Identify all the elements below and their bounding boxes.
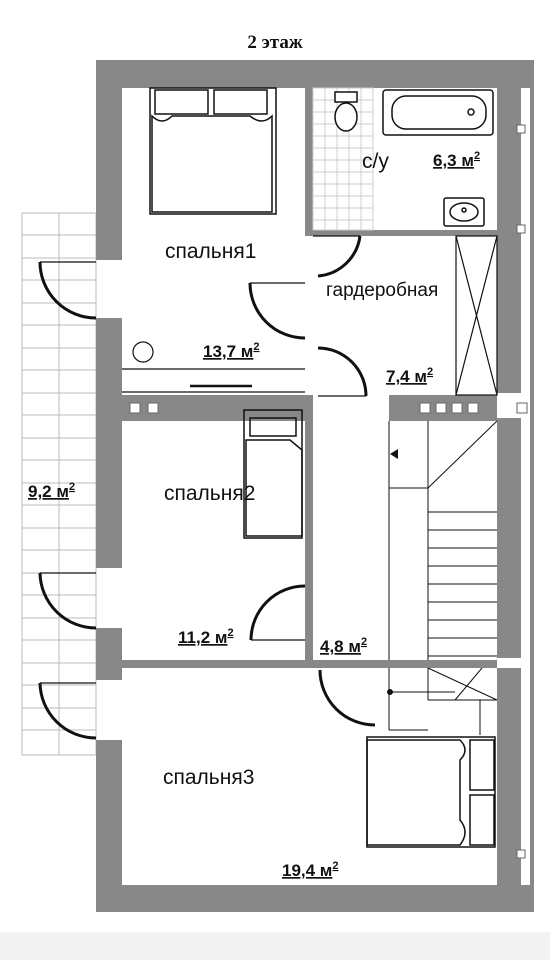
walls (96, 60, 534, 912)
corridor-area: 4,8 м2 (320, 636, 367, 656)
bedroom2-area: 11,2 м2 (178, 627, 234, 647)
wardrobe-area: 7,4 м2 (386, 366, 433, 386)
floor-title: 2 этаж (247, 32, 303, 53)
bedroom1-name: спальня1 (165, 240, 256, 263)
balcony-area: 9,2 м2 (28, 481, 75, 501)
bathroom-area: 6,3 м2 (433, 150, 480, 170)
stair-arrow-icon (390, 449, 398, 459)
bathtub-icon (382, 89, 494, 136)
bedroom3-bed-icon (366, 736, 496, 848)
bathroom-name: с/у (362, 150, 389, 173)
footer-band (0, 932, 550, 960)
wardrobe-name: гардеробная (326, 280, 438, 301)
staircase-icon (387, 420, 498, 735)
wall-vents (129, 124, 528, 859)
door-swings (38, 235, 376, 740)
sink-icon (443, 197, 485, 227)
bedroom2-bed-icon (243, 409, 303, 539)
bedroom2-name: спальня2 (164, 482, 255, 505)
wardrobe-shelf-icon (455, 235, 498, 396)
bedroom1-area: 13,7 м2 (203, 341, 260, 361)
bedroom3-name: спальня3 (163, 766, 254, 789)
bedroom1-closet (122, 341, 305, 393)
toilet-icon (334, 91, 358, 132)
bedroom1-bed-icon (149, 87, 277, 215)
balcony-tiles (21, 212, 97, 756)
bedroom3-area: 19,4 м2 (282, 860, 339, 880)
